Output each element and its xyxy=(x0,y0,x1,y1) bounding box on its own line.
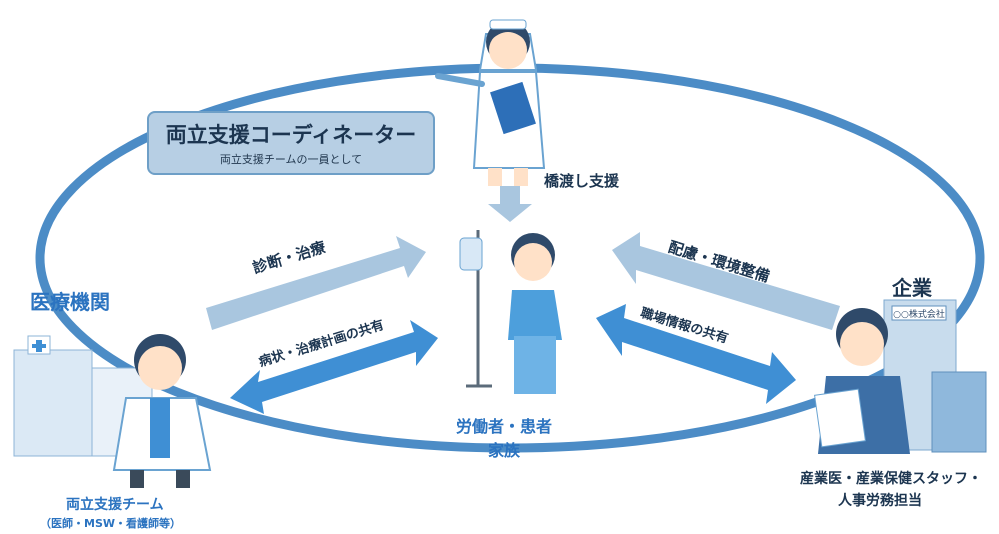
building-sign: ○○株式会社 xyxy=(893,308,945,320)
company-building: ○○株式会社 xyxy=(883,299,987,453)
company-staff-label-line1: 産業医・産業保健スタッフ・ xyxy=(800,471,982,487)
bridge-down-arrow xyxy=(488,186,532,222)
share-workplace-double-arrow xyxy=(596,304,796,404)
bridge-support-label: 橋渡し支援 xyxy=(544,172,620,190)
coordinator-box: 両立支援コーディネーター 両立支援チームの一員として xyxy=(147,111,435,175)
team-label-line2: （医師・MSW・看護師等） xyxy=(40,517,182,530)
coordinator-title: 両立支援コーディネーター xyxy=(165,123,417,147)
worker-label-line2: 家族 xyxy=(488,441,521,460)
company-staff-label-line2: 人事労務担当 xyxy=(838,493,922,509)
share-plan-double-arrow xyxy=(230,320,438,414)
coordinator-subtitle: 両立支援チームの一員として xyxy=(219,153,363,166)
company-label: 企業 xyxy=(892,276,932,300)
team-label-line1: 両立支援チーム xyxy=(66,497,164,513)
company-staff-figure xyxy=(814,308,910,454)
worker-label-line1: 労働者・患者 xyxy=(456,417,553,436)
diagnosis-arrow xyxy=(206,236,426,330)
medical-institution-label: 医療機関 xyxy=(30,290,110,314)
consideration-arrow xyxy=(612,232,840,330)
patient-figure xyxy=(459,230,562,394)
doctor-figure xyxy=(112,334,212,488)
coordinator-nurse-figure xyxy=(435,19,546,186)
